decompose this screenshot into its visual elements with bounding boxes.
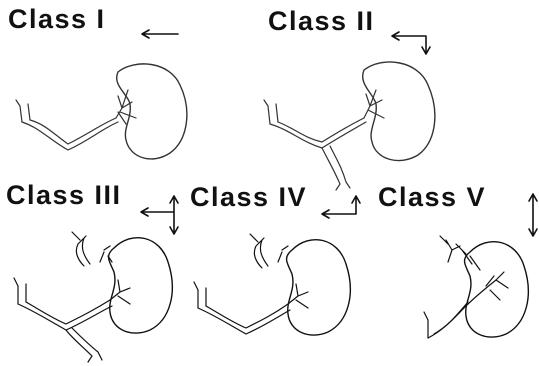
arrow-left-updown-icon <box>141 196 178 234</box>
arrow-left-down-icon <box>392 32 430 54</box>
arrow-left-icon <box>142 30 178 38</box>
arrow-left-up-icon <box>322 196 360 218</box>
arrow-updown-icon <box>529 194 537 236</box>
class-3-kidney <box>14 232 172 362</box>
class-1-kidney <box>16 64 187 159</box>
class-2-kidney <box>264 62 435 190</box>
class-4-kidney <box>194 234 350 335</box>
class-5-kidney <box>424 236 528 338</box>
